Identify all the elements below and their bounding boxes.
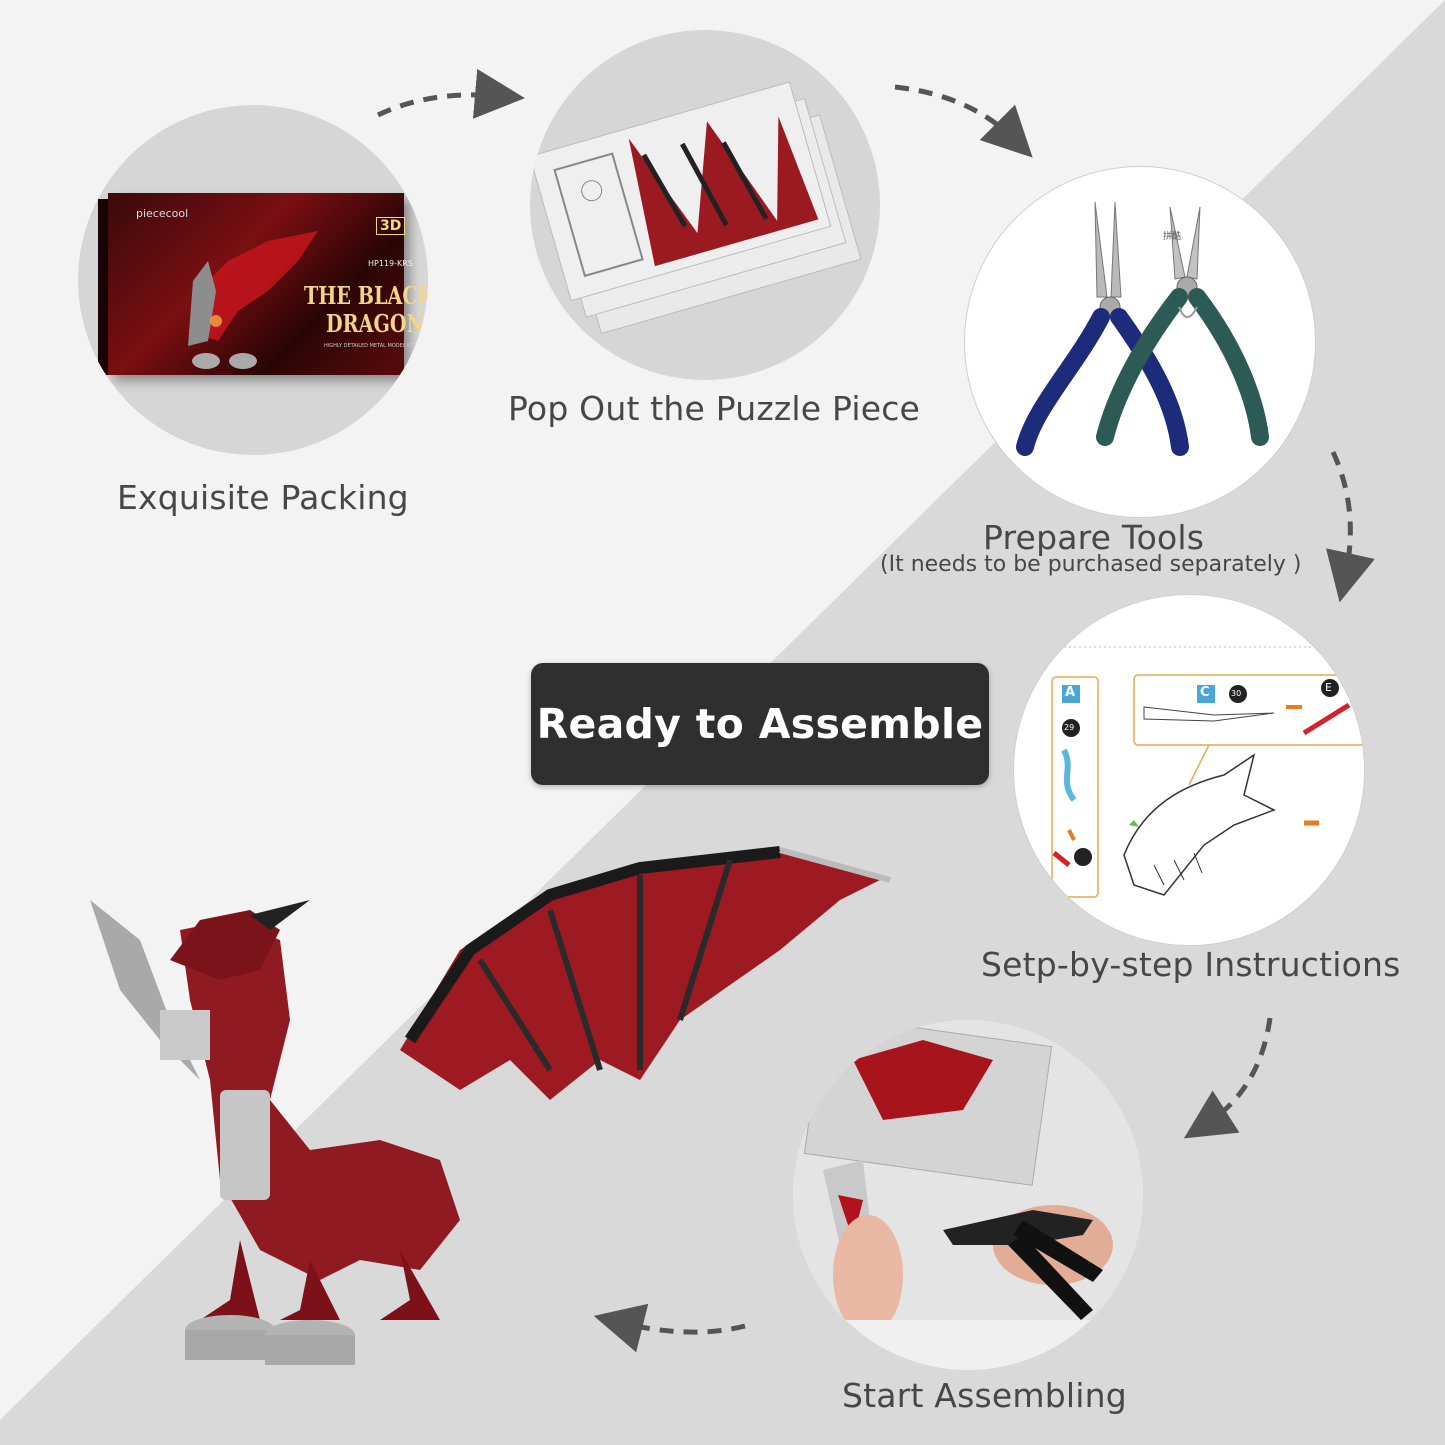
package-3d-badge: 3D	[376, 217, 406, 235]
ready-to-assemble-badge: Ready to Assemble	[531, 663, 989, 785]
package-title-line2: DRAGON	[326, 309, 425, 338]
metal-sheets-illustration	[530, 81, 862, 335]
step-label-pop-out: Pop Out the Puzzle Piece	[508, 389, 921, 428]
instruction-step-e: E	[1325, 681, 1332, 694]
tools-circle: 拼酷	[964, 166, 1316, 518]
step-label-packing: Exquisite Packing	[117, 478, 409, 517]
package-dragon-art	[188, 231, 318, 369]
step-note-tools: (It needs to be purchased separately )	[880, 552, 1302, 577]
instruction-step-a: A	[1065, 685, 1076, 700]
package-box: piececool 3D HP119-KRS THE BLACK DRAGON …	[98, 193, 428, 375]
instruction-sheet-illustration	[1024, 646, 1364, 898]
pliers-engraving: 拼酷	[1163, 232, 1182, 242]
instruction-num-29: 29	[1064, 723, 1075, 732]
package-side	[98, 199, 108, 375]
package-title-line1: THE BLACK	[304, 281, 428, 310]
package-subtitle: HIGHLY DETAILED METAL MODEL KIT	[324, 343, 415, 349]
step-label-assembling: Start Assembling	[842, 1376, 1127, 1415]
ready-to-assemble-text: Ready to Assemble	[536, 700, 984, 748]
package-model-code: HP119-KRS	[368, 259, 413, 268]
package-brand: piececool	[136, 207, 189, 220]
instructions-circle: A 29 C 30 E	[1013, 594, 1365, 946]
dragon-model-illustration	[90, 846, 891, 1365]
step-label-instructions: Setp-by-step Instructions	[981, 945, 1401, 984]
packing-circle: piececool 3D HP119-KRS THE BLACK DRAGON …	[78, 105, 428, 455]
pop-out-circle	[530, 30, 880, 380]
step-label-tools: Prepare Tools	[983, 518, 1205, 557]
instruction-step-c: C	[1200, 685, 1210, 700]
instruction-num-30: 30	[1231, 689, 1242, 698]
pliers-illustration	[1016, 201, 1269, 456]
